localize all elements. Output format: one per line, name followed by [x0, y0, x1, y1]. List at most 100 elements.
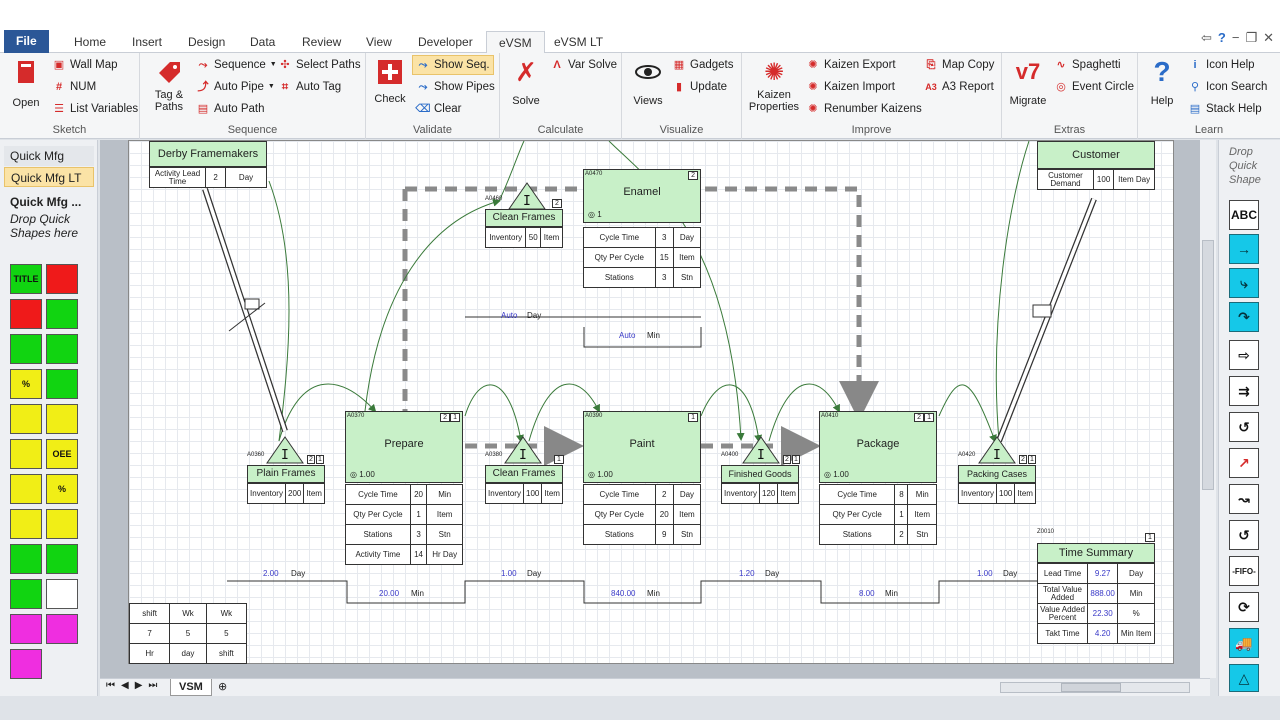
auto-pipe-dropdown[interactable]: ⤴Auto Pipe▼: [196, 77, 275, 97]
tab-insert[interactable]: Insert: [132, 35, 163, 49]
restore-ribbon-icon[interactable]: ⇦: [1200, 30, 1212, 45]
inventory-plain-frames[interactable]: Plain Frames: [247, 465, 325, 483]
clear-button[interactable]: ⌫Clear: [415, 99, 461, 119]
operator-icon[interactable]: △: [1229, 664, 1259, 692]
kanban-shape-icon[interactable]: [10, 299, 42, 329]
gadgets-button[interactable]: ▦Gadgets: [672, 55, 734, 75]
auto-path-button[interactable]: ▤Auto Path: [196, 99, 265, 119]
auto-tag-button[interactable]: ⌗Auto Tag: [278, 77, 341, 97]
add-sheet-icon[interactable]: ⊕: [218, 681, 228, 693]
customer-shape-icon[interactable]: [46, 264, 78, 294]
kaizen-properties-button[interactable]: ✺ Kaizen Properties: [746, 57, 802, 114]
map-copy-button[interactable]: ⎘Map Copy: [924, 55, 995, 75]
clock-shape-icon[interactable]: [46, 509, 78, 539]
loop-arrow-icon[interactable]: ↺: [1229, 412, 1259, 442]
tab-developer[interactable]: Developer: [418, 35, 473, 49]
grid-shape-icon[interactable]: [10, 614, 42, 644]
push-arrow-icon[interactable]: ⇨: [1229, 340, 1259, 370]
process-package[interactable]: A0410 2 1 Package ◎ 1.00: [819, 411, 937, 483]
fifo-icon[interactable]: -FIFO-: [1229, 556, 1259, 586]
time-summary-header[interactable]: Time Summary: [1037, 543, 1155, 563]
inventory-finished-goods[interactable]: Finished Goods: [721, 465, 799, 483]
renumber-kaizens-button[interactable]: ✺Renumber Kaizens: [806, 99, 921, 119]
percent-shape-icon[interactable]: %: [10, 369, 42, 399]
arrow-right-icon[interactable]: →: [1229, 234, 1259, 264]
tab-evsm-lt[interactable]: eVSM LT: [554, 35, 604, 49]
step-arrow-icon[interactable]: ⇉: [1229, 376, 1259, 406]
list-variables-button[interactable]: ☰List Variables: [52, 99, 138, 119]
tag-paths-button[interactable]: Tag & Paths: [148, 57, 190, 113]
customer-box[interactable]: Customer: [1037, 141, 1155, 169]
check-button[interactable]: Check: [372, 57, 408, 105]
scroll-thumb[interactable]: [1061, 683, 1121, 692]
title-shape-icon[interactable]: TITLE: [10, 264, 42, 294]
kaizen-export-button[interactable]: ✺Kaizen Export: [806, 55, 895, 75]
help-icon[interactable]: ?: [1217, 30, 1226, 45]
stencil-quick-mfg[interactable]: Quick Mfg: [4, 146, 94, 166]
trash-shape-icon[interactable]: [10, 474, 42, 504]
chart-shape-icon[interactable]: [46, 614, 78, 644]
sheet-tab-vsm[interactable]: VSM: [170, 679, 212, 696]
sheet-nav-arrows[interactable]: ⏮◀▶⏭: [106, 680, 164, 691]
wall-map-button[interactable]: ▣Wall Map: [52, 55, 118, 75]
process-prepare[interactable]: A0370 2 1 Prepare ◎ 1.00: [345, 411, 463, 483]
chart-shape-icon[interactable]: [10, 649, 42, 679]
show-seq-button[interactable]: ⤳Show Seq.: [412, 55, 494, 75]
minimize-icon[interactable]: −: [1231, 30, 1240, 45]
open-button[interactable]: Open: [8, 57, 44, 109]
inventory-shape-icon[interactable]: [46, 334, 78, 364]
kaizen-import-button[interactable]: ✺Kaizen Import: [806, 77, 895, 97]
show-pipes-button[interactable]: ⤳Show Pipes: [416, 77, 495, 97]
rotate-left-icon[interactable]: ↺: [1229, 520, 1259, 550]
scroll-thumb[interactable]: [1202, 240, 1214, 490]
vertical-scrollbar[interactable]: [1200, 140, 1216, 678]
migrate-button[interactable]: v7 Migrate: [1006, 57, 1050, 107]
tab-file[interactable]: File: [4, 30, 49, 53]
sequence-dropdown[interactable]: ⤳Sequence▼: [196, 55, 277, 75]
oee-shape-icon[interactable]: OEE: [46, 439, 78, 469]
inventory-packing-cases[interactable]: Packing Cases: [958, 465, 1036, 483]
process-shape-icon[interactable]: [46, 299, 78, 329]
tab-design[interactable]: Design: [188, 35, 226, 49]
percent-shape-icon[interactable]: %: [46, 474, 78, 504]
process-enamel[interactable]: A0470 2 Enamel ◎ 1: [583, 169, 701, 223]
elbow-arrow-icon[interactable]: ⤷: [1229, 268, 1259, 298]
truck-icon[interactable]: 🚚: [1229, 628, 1259, 658]
step-shape-icon[interactable]: [10, 509, 42, 539]
curved-arrow-icon[interactable]: ↷: [1229, 302, 1259, 332]
no-shape-icon[interactable]: [10, 439, 42, 469]
cycle-icon[interactable]: ⟳: [1229, 592, 1259, 622]
text-shape[interactable]: ABC: [1229, 200, 1259, 230]
electronic-flow-icon[interactable]: ↝: [1229, 484, 1259, 514]
inventory-clean-frames[interactable]: Clean Frames: [485, 465, 563, 483]
rail-shape-icon[interactable]: [46, 404, 78, 434]
timer-shape-icon[interactable]: [46, 579, 78, 609]
calculator-shape-icon[interactable]: [46, 369, 78, 399]
supermarket-shape-icon[interactable]: [10, 334, 42, 364]
factory-shape-icon[interactable]: [10, 544, 42, 574]
icon-search-button[interactable]: ⚲Icon Search: [1188, 77, 1267, 97]
horizontal-scrollbar[interactable]: [1000, 682, 1190, 693]
inventory-clean-frames-top[interactable]: Clean Frames: [485, 209, 563, 227]
solve-button[interactable]: ✗ Solve: [506, 57, 546, 108]
info-flow-icon[interactable]: ↗: [1229, 448, 1259, 478]
update-button[interactable]: ▮Update: [672, 77, 727, 97]
stack-help-button[interactable]: ▤Stack Help: [1188, 99, 1262, 119]
spaghetti-button[interactable]: ∿Spaghetti: [1054, 55, 1120, 75]
sequence-shape-icon[interactable]: [10, 404, 42, 434]
help-button[interactable]: ? Help: [1144, 56, 1180, 107]
factory-truck-shape-icon[interactable]: [46, 544, 78, 574]
tab-home[interactable]: Home: [74, 35, 107, 49]
tab-review[interactable]: Review: [302, 35, 342, 49]
hub-shape-icon[interactable]: [10, 579, 42, 609]
tab-evsm[interactable]: eVSM: [486, 31, 545, 54]
maximize-icon[interactable]: ❐: [1245, 30, 1258, 45]
tab-data[interactable]: Data: [250, 35, 276, 49]
select-paths-button[interactable]: ✣Select Paths: [278, 55, 360, 75]
event-circle-button[interactable]: ◎Event Circle: [1054, 77, 1134, 97]
views-button[interactable]: Views: [628, 57, 668, 107]
num-button[interactable]: #NUM: [52, 77, 96, 97]
